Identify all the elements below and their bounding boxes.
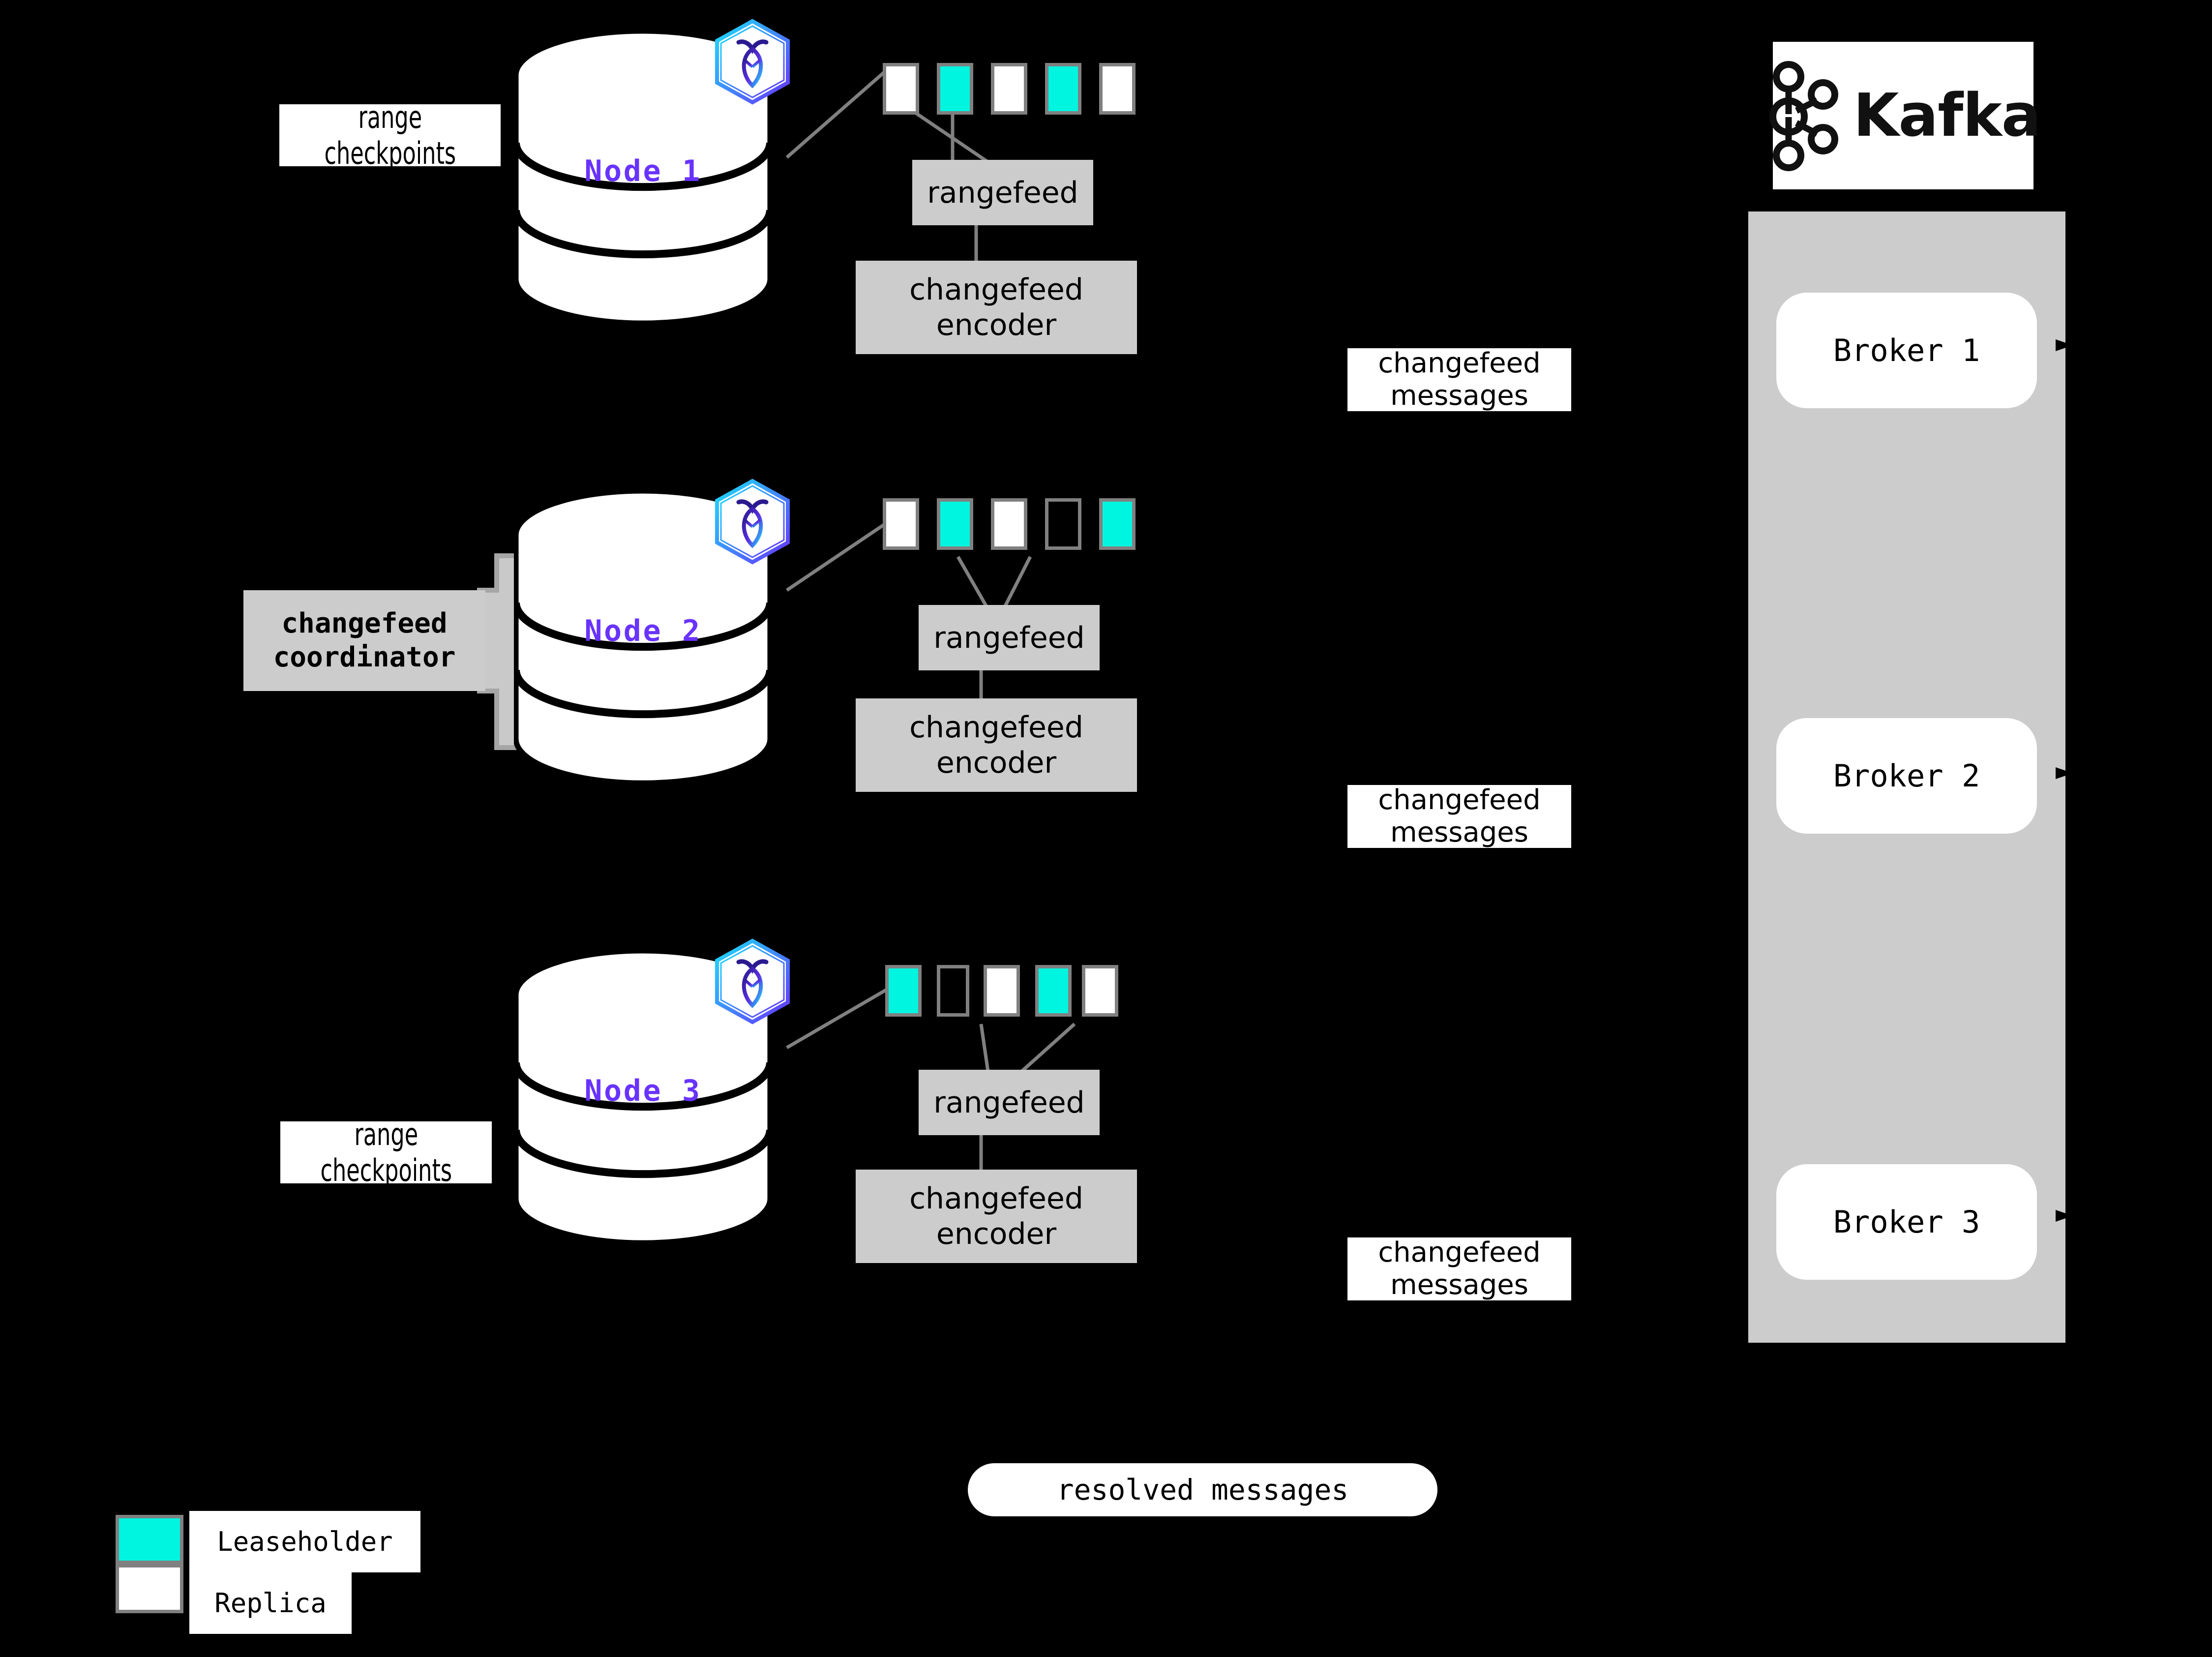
broker-2[interactable]: Broker 2 [1776, 718, 2037, 834]
rangefeed-box-node-1[interactable]: rangefeed [912, 160, 1093, 225]
node-1-range-row [883, 63, 1138, 115]
node-3-label: Node 3 [584, 1074, 702, 1108]
changefeed-encoder-box-node-2[interactable]: changefeed encoder [856, 698, 1137, 792]
legend-label-leaseholder: Leaseholder [189, 1511, 420, 1572]
range-cell[interactable] [991, 498, 1027, 550]
legend-text-replica: Replica [214, 1588, 327, 1619]
range-checkpoints-text-1: range checkpoints [324, 99, 456, 171]
range-cell[interactable] [1099, 63, 1136, 115]
resolved-messages-label: resolved messages [1056, 1473, 1349, 1506]
rangefeed-box-node-2[interactable]: rangefeed [919, 605, 1100, 670]
changefeed-messages-label-2: changefeed messages [1347, 783, 1571, 848]
changefeed-encoder-label-1: changefeed encoder [909, 272, 1083, 342]
broker-1-label: Broker 1 [1833, 332, 1980, 368]
resolved-messages-pill[interactable]: resolved messages [968, 1463, 1437, 1516]
changefeed-coordinator-box[interactable]: changefeed coordinator [243, 590, 485, 691]
changefeed-messages-label-1: changefeed messages [1347, 347, 1571, 412]
broker-2-label: Broker 2 [1833, 758, 1980, 794]
rangefeed-label-2: rangefeed [933, 620, 1085, 655]
changefeed-encoder-label-3: changefeed encoder [909, 1181, 1083, 1251]
legend-swatch-replica [116, 1564, 183, 1613]
changefeed-messages-text-2: changefeed messages [1378, 783, 1541, 848]
node-1-label: Node 1 [584, 154, 702, 188]
range-cell[interactable] [883, 63, 919, 115]
range-cell[interactable] [883, 498, 919, 550]
range-cell[interactable] [937, 63, 973, 115]
node-2-cylinder: Node 2 [514, 487, 772, 787]
changefeed-encoder-label-2: changefeed encoder [909, 710, 1083, 780]
changefeed-messages-text-3: changefeed messages [1378, 1236, 1541, 1301]
range-cell[interactable] [1082, 965, 1118, 1017]
changefeed-encoder-box-node-3[interactable]: changefeed encoder [856, 1170, 1137, 1263]
range-cell[interactable] [1045, 498, 1081, 550]
range-cell[interactable] [937, 965, 969, 1017]
node-1-cylinder: Node 1 [514, 27, 772, 327]
range-cell[interactable] [1035, 965, 1072, 1017]
broker-3-label: Broker 3 [1833, 1204, 1980, 1240]
cockroachdb-logo-icon-node-3 [713, 938, 792, 1024]
node-3-cylinder: Node 3 [514, 947, 772, 1247]
range-cell[interactable] [984, 965, 1020, 1017]
legend-swatch-leaseholder [116, 1515, 183, 1564]
node-3-range-row [885, 965, 1141, 1017]
node-2-label: Node 2 [584, 614, 702, 648]
cockroachdb-logo-icon-node-1 [713, 19, 792, 105]
broker-3[interactable]: Broker 3 [1776, 1164, 2037, 1280]
changefeed-coordinator-label: changefeed coordinator [273, 607, 456, 673]
rangefeed-box-node-3[interactable]: rangefeed [919, 1070, 1100, 1135]
rangefeed-label-3: rangefeed [933, 1085, 1085, 1120]
range-cell[interactable] [1099, 498, 1136, 550]
range-checkpoints-label-node-1: range checkpoints [279, 99, 501, 171]
changefeed-encoder-box-node-1[interactable]: changefeed encoder [856, 261, 1137, 354]
kafka-logo-box: Kafka [1769, 42, 2041, 189]
legend-text-leaseholder: Leaseholder [217, 1526, 393, 1557]
node-2-range-row [883, 498, 1138, 550]
changefeed-messages-label-3: changefeed messages [1347, 1236, 1571, 1301]
legend: Leaseholder Replica [116, 1511, 420, 1634]
range-cell[interactable] [991, 63, 1027, 115]
changefeed-messages-text-1: changefeed messages [1378, 347, 1541, 412]
range-checkpoints-text-3: range checkpoints [320, 1116, 452, 1188]
range-cell[interactable] [937, 498, 973, 550]
range-cell[interactable] [1045, 63, 1081, 115]
kafka-logo-icon [1766, 59, 1840, 172]
broker-1[interactable]: Broker 1 [1776, 293, 2037, 408]
range-cell[interactable] [885, 965, 922, 1017]
legend-label-replica: Replica [189, 1572, 352, 1634]
kafka-wordmark: Kafka [1853, 81, 2041, 150]
cockroachdb-logo-icon-node-2 [713, 479, 792, 565]
range-checkpoints-label-node-3: range checkpoints [280, 1116, 492, 1188]
rangefeed-label-1: rangefeed [927, 175, 1078, 210]
